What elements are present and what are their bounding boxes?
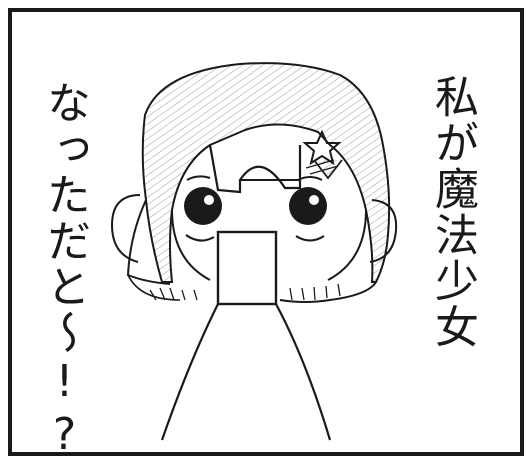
hair-left-lock (126, 199, 171, 285)
face-outline (171, 209, 367, 281)
face-card (216, 230, 278, 306)
body-left (160, 303, 219, 441)
hair-right-lock (279, 281, 377, 303)
bangs (208, 144, 302, 194)
speech-line-2: なっただと〜!? (39, 80, 90, 462)
left-eye (184, 187, 222, 225)
body-right (275, 303, 332, 441)
right-eye (289, 187, 327, 225)
right-ear (369, 199, 398, 263)
left-ear (110, 194, 141, 263)
speech-line-1: 私が魔法少女 (427, 74, 478, 350)
star-hairclip-icon (302, 129, 343, 180)
panel-border (8, 8, 524, 456)
